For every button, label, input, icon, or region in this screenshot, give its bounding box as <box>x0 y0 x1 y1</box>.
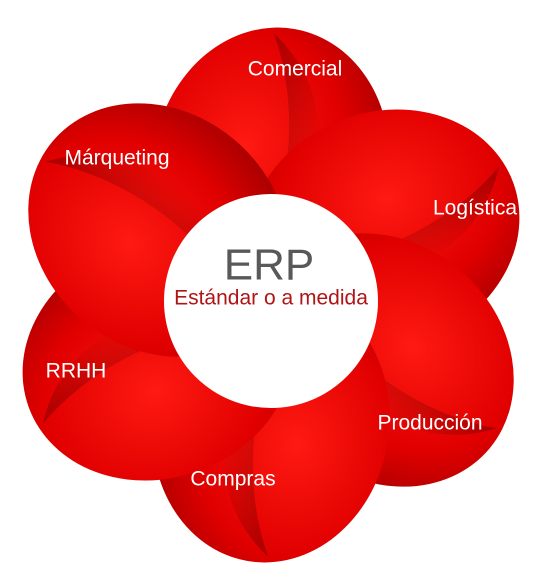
petal-label-logistica: Logística <box>433 197 517 220</box>
center-subtitle: Estándar o a medida <box>174 287 368 310</box>
petal-labels-group: Comercial Logística Producción Compras R… <box>46 58 518 491</box>
center-circle <box>164 194 378 408</box>
petal-label-produccion: Producción <box>377 412 482 435</box>
center-title: ERP <box>224 241 314 290</box>
petal-label-compras: Compras <box>190 468 275 491</box>
petal-fold-shadow <box>222 293 305 557</box>
petal-label-rrhh: RRHH <box>46 360 107 383</box>
petal-fold-shadow <box>237 33 320 297</box>
petal-label-marqueting: Márqueting <box>64 147 169 170</box>
petal-fold-shadow <box>253 166 499 283</box>
petal-fold-shadow <box>43 307 289 424</box>
petal-label-comercial: Comercial <box>248 58 343 81</box>
